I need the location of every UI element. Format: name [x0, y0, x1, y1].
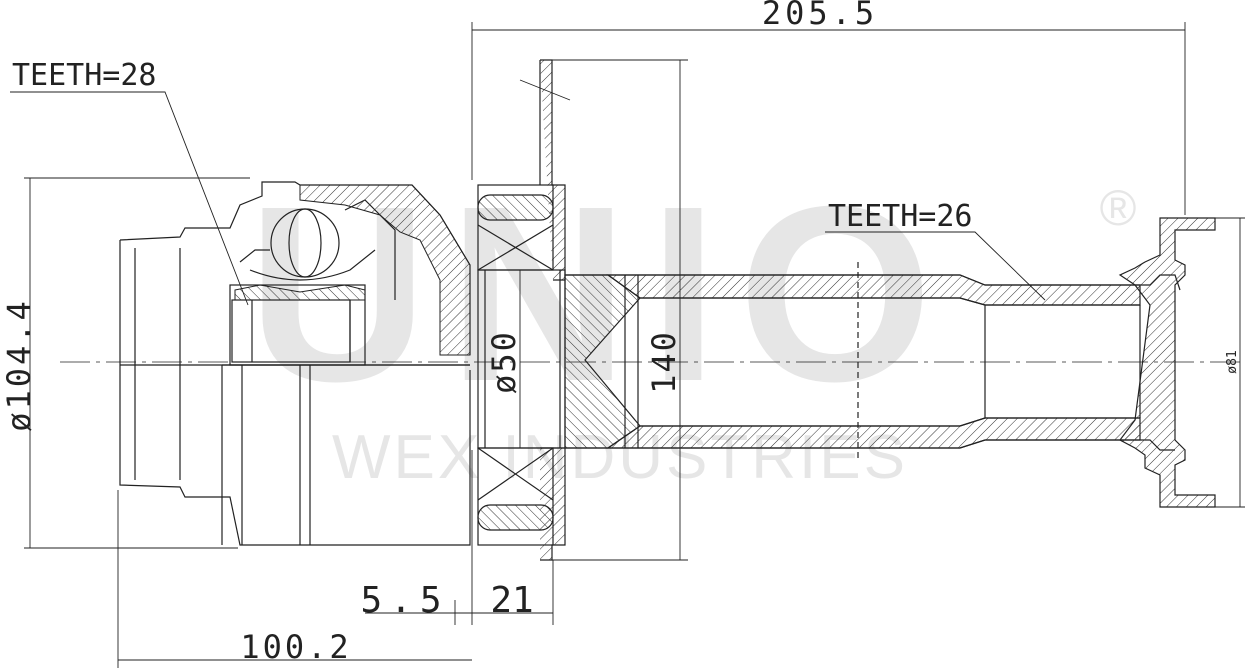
joint-length-dim: 100.2 — [240, 628, 351, 666]
end-cap — [1118, 217, 1216, 508]
watermark-registered: ® — [1100, 180, 1137, 236]
teeth-right-label: TEETH=26 — [828, 199, 973, 234]
bearing-width-dim: 21 — [490, 580, 533, 621]
shaft-diameter-dim: ø50 — [485, 330, 523, 394]
flange-height-dim: 140 — [645, 330, 683, 394]
tube-shaft — [564, 262, 1181, 460]
teeth-left-label: TEETH=28 — [12, 58, 157, 93]
end-diameter-dim: ø81 — [1225, 350, 1240, 373]
gap-dim: 5.5 — [360, 580, 449, 621]
outer-race-section — [299, 184, 471, 356]
dimension-lines — [10, 22, 1245, 668]
outer-diameter-dim: ø104.4 — [0, 298, 38, 432]
cv-joint-housing — [119, 181, 471, 546]
overall-length-dim: 205.5 — [762, 0, 878, 32]
inner-race-section — [234, 284, 366, 301]
bearing-flange — [477, 59, 566, 561]
